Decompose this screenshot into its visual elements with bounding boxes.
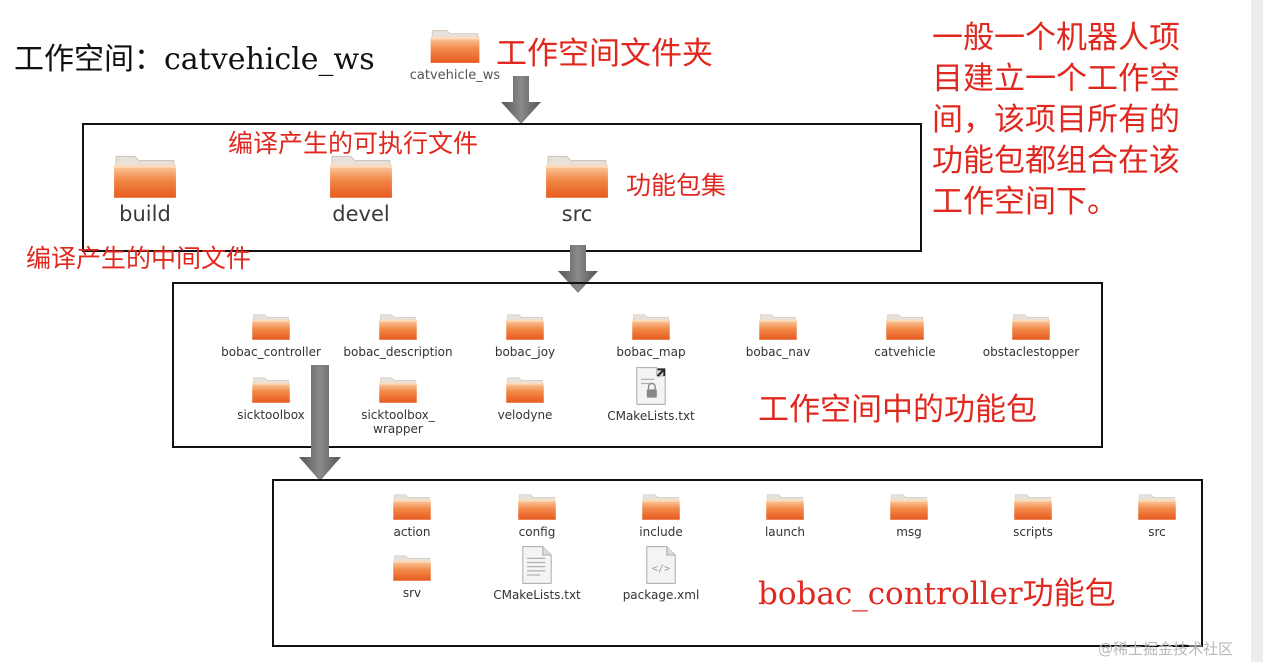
folder-icon [392, 551, 432, 583]
folder-icon [1013, 490, 1053, 522]
folder-label: devel [332, 202, 390, 226]
folder-icon [505, 373, 545, 405]
down-arrow-icon [299, 365, 341, 481]
folder-icon [885, 310, 925, 342]
folder-label: obstaclestopper [982, 345, 1080, 359]
folder-icon [631, 310, 671, 342]
folder-label: build [119, 202, 171, 226]
folder-label: include [639, 525, 683, 539]
file-label: CMakeLists.txt [493, 588, 581, 602]
folder-icon [429, 24, 481, 66]
folder-icon [1137, 490, 1177, 522]
folder-icon [641, 490, 681, 522]
note-src: 功能包集 [626, 171, 727, 200]
folder-icon [378, 373, 418, 405]
scrollbar-track[interactable] [1251, 0, 1263, 662]
folder-icon [251, 310, 291, 342]
folder-icon [758, 310, 798, 342]
folder-label: bobac_controller [221, 345, 321, 359]
file-cmakelists-pkg[interactable]: CMakeLists.txt [477, 545, 597, 602]
folder-src[interactable]: src [517, 150, 637, 227]
folder-icon [544, 150, 610, 200]
level2-caption: 工作空间中的功能包 [758, 392, 1037, 428]
folder-devel[interactable]: devel [301, 150, 421, 227]
folder-obstaclestopper[interactable]: obstaclestopper [971, 310, 1091, 359]
folder-label: sicktoolbox [237, 408, 305, 422]
folder-icon [889, 490, 929, 522]
folder-label: sicktoolbox_ wrapper [361, 408, 435, 437]
folder-bobac_description[interactable]: bobac_description [338, 310, 458, 359]
folder-bobac_controller[interactable]: bobac_controller [211, 310, 331, 359]
folder-bobac_joy[interactable]: bobac_joy [465, 310, 585, 359]
root-folder-caption: 工作空间文件夹 [496, 36, 713, 72]
folder-label: scripts [1013, 525, 1053, 539]
folder-icon [378, 310, 418, 342]
folder-label: msg [896, 525, 922, 539]
folder-label: catvehicle_ws [409, 68, 501, 83]
folder-label: velodyne [497, 408, 553, 422]
down-arrow-icon [501, 76, 541, 124]
folder-label: config [518, 525, 556, 539]
note-build: 编译产生的中间文件 [26, 244, 252, 273]
level1-box [82, 123, 922, 252]
note-devel: 编译产生的可执行文件 [228, 129, 479, 158]
folder-icon [328, 150, 394, 200]
folder-label: srv [402, 586, 422, 600]
folder-sicktoolbox_wrapper[interactable]: sicktoolbox_ wrapper [338, 373, 458, 437]
level3-box [272, 479, 1203, 647]
folder-build[interactable]: build [85, 150, 205, 227]
side-note-line: 功能包都组合在该 [932, 143, 1180, 179]
file-label: package.xml [622, 588, 700, 602]
folder-icon [517, 490, 557, 522]
folder-label: action [393, 525, 431, 539]
side-note-line: 目建立一个工作空 [932, 61, 1180, 97]
folder-srv[interactable]: srv [352, 551, 472, 600]
folder-icon [1011, 310, 1051, 342]
folder-bobac_nav[interactable]: bobac_nav [718, 310, 838, 359]
folder-label: bobac_description [343, 345, 453, 359]
folder-icon [505, 310, 545, 342]
folder-msg[interactable]: msg [849, 490, 969, 539]
folder-icon [392, 490, 432, 522]
folder-scripts[interactable]: scripts [973, 490, 1093, 539]
folder-src-pkg[interactable]: src [1097, 490, 1217, 539]
folder-icon [112, 150, 178, 200]
folder-icon [765, 490, 805, 522]
folder-action[interactable]: action [352, 490, 472, 539]
folder-label: launch [764, 525, 806, 539]
file-label: CMakeLists.txt [607, 409, 695, 423]
side-note-line: 间，该项目所有的 [932, 102, 1180, 138]
level2-box [172, 282, 1103, 448]
side-note-line: 一般一个机器人项 [932, 20, 1180, 56]
side-note-line: 工作空间下。 [932, 184, 1118, 220]
folder-velodyne[interactable]: velodyne [465, 373, 585, 422]
folder-label: src [561, 202, 593, 226]
folder-catvehicle[interactable]: catvehicle [845, 310, 965, 359]
workspace-title: 工作空间：catvehicle_ws [14, 42, 375, 77]
folder-include[interactable]: include [601, 490, 721, 539]
cmake-file-icon [634, 366, 668, 406]
watermark: @稀土掘金技术社区 [1098, 640, 1234, 658]
folder-config[interactable]: config [477, 490, 597, 539]
file-package-xml[interactable]: package.xml [601, 545, 721, 602]
folder-sicktoolbox[interactable]: sicktoolbox [211, 373, 331, 422]
folder-icon [251, 373, 291, 405]
folder-catvehicle_ws[interactable]: catvehicle_ws [395, 24, 515, 84]
folder-launch[interactable]: launch [725, 490, 845, 539]
xml-file-icon [644, 545, 678, 585]
folder-label: bobac_nav [745, 345, 811, 359]
side-note: 一般一个机器人项 目建立一个工作空 间，该项目所有的 功能包都组合在该 工作空间… [932, 18, 1180, 223]
cmake-file-icon [520, 545, 554, 585]
folder-label: bobac_joy [494, 345, 556, 359]
folder-bobac_map[interactable]: bobac_map [591, 310, 711, 359]
level3-caption: bobac_controller功能包 [758, 576, 1116, 612]
folder-label: bobac_map [616, 345, 686, 359]
folder-label: src [1148, 525, 1166, 539]
file-cmakelists[interactable]: CMakeLists.txt [591, 366, 711, 423]
folder-label: catvehicle [874, 345, 936, 359]
